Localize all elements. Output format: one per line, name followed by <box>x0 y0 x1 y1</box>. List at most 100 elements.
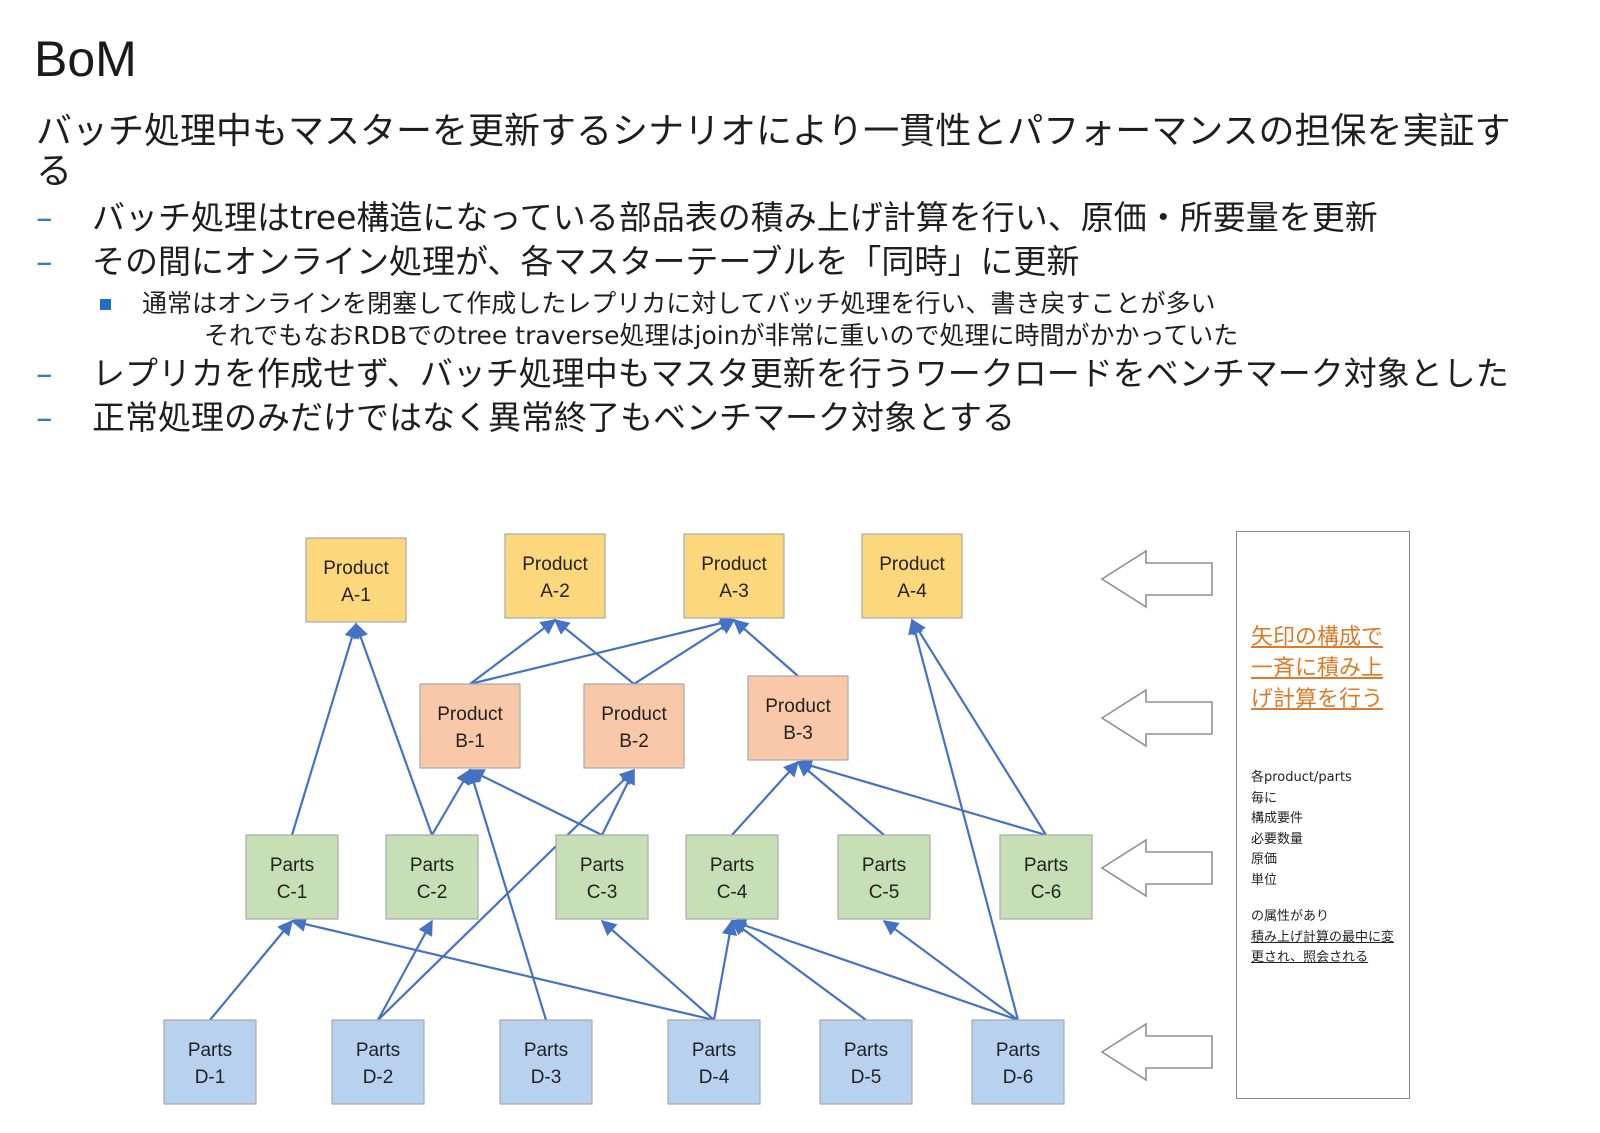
edge-b1-to-a3 <box>469 615 736 686</box>
bullet-workload: –レプリカを作成せず、バッチ処理中もマスタ更新を行うワークロードをベンチマーク対… <box>36 354 1509 393</box>
node-id-label: C-1 <box>277 882 308 903</box>
node-id-label: C-5 <box>869 882 900 903</box>
node-kind-label: Parts <box>580 855 624 876</box>
node-id-label: A-2 <box>540 581 570 602</box>
left-arrow-icon <box>1100 688 1213 748</box>
edge-c5-to-b3 <box>796 761 885 836</box>
sub-bullet-continuation: それでもなおRDBでのtree traverse処理はjoinが非常に重いので処… <box>204 321 1239 350</box>
node-id-label: D-3 <box>531 1067 562 1088</box>
node-id-label: C-2 <box>417 882 448 903</box>
node-box <box>861 533 963 619</box>
node-box <box>971 1019 1065 1105</box>
edge-d6-to-c5 <box>882 920 1019 1021</box>
node-box <box>667 1019 761 1105</box>
node-box <box>331 1019 425 1105</box>
bullet-abnormal: –正常処理のみだけではなく異常終了もベンチマーク対象とする <box>36 398 1016 437</box>
dash-icon: – <box>36 354 53 393</box>
node-box <box>305 537 407 623</box>
node-kind-label: Product <box>765 696 831 717</box>
edge-c2-to-a1 <box>353 622 434 836</box>
node-id-label: D-1 <box>195 1067 226 1088</box>
node-kind-label: Parts <box>1024 855 1068 876</box>
node-id-label: A-4 <box>897 581 927 602</box>
node-box <box>819 1019 913 1105</box>
node-box <box>999 834 1093 920</box>
node-kind-label: Product <box>879 554 945 575</box>
node-kind-label: Parts <box>862 855 906 876</box>
edge-layer <box>209 615 1047 1022</box>
node-id-label: B-1 <box>455 731 485 752</box>
node-kind-label: Parts <box>188 1040 232 1061</box>
node-id-label: D-5 <box>851 1067 882 1088</box>
node-box <box>163 1019 257 1105</box>
node-id-label: C-6 <box>1031 882 1062 903</box>
node-box <box>499 1019 593 1105</box>
edge-d6-to-a4 <box>908 618 1020 1021</box>
edge-c4-to-b3 <box>731 760 800 836</box>
node-id-label: B-2 <box>619 731 649 752</box>
square-bullet-icon <box>100 299 111 310</box>
dash-icon: – <box>36 198 53 237</box>
edge-d2-to-c2 <box>377 919 433 1021</box>
node-kind-label: Parts <box>410 855 454 876</box>
edge-d4-to-c1 <box>290 916 715 1022</box>
node-kind-label: Parts <box>692 1040 736 1061</box>
edge-c6-to-b3 <box>796 758 1047 837</box>
node-box <box>685 834 779 920</box>
edge-b3-to-a3 <box>732 618 799 677</box>
edge-c3-to-b2 <box>601 768 635 836</box>
bullet-batch: –バッチ処理はtree構造になっている部品表の積み上げ計算を行い、原価・所要量を… <box>36 198 1378 237</box>
node-kind-label: Product <box>323 558 389 579</box>
lead-statement: バッチ処理中もマスターを更新するシナリオにより一貫性とパフォーマンスの担保を実証… <box>36 111 1511 192</box>
bullet-online: –その間にオンライン処理が、各マスターテーブルを「同時」に更新 <box>36 242 1080 281</box>
node-id-label: D-6 <box>1003 1067 1034 1088</box>
node-layer: ProductA-1ProductA-2ProductA-3ProductA-4… <box>163 533 1093 1105</box>
node-box <box>837 834 931 920</box>
edge-d5-to-c4 <box>730 920 867 1021</box>
edge-c1-to-a1 <box>290 622 360 836</box>
side-note-box: 矢印の構成で一斉に積み上げ計算を行う 各product/parts 毎に 構成要… <box>1236 531 1410 1099</box>
edge-c3-to-b1 <box>468 769 603 836</box>
node-box <box>683 533 785 619</box>
node-box <box>385 834 479 920</box>
node-kind-label: Parts <box>524 1040 568 1061</box>
side-note-body: 各product/parts 毎に 構成要件 必要数量 原価 単位 の属性があり… <box>1251 770 1395 965</box>
node-id-label: C-4 <box>717 882 748 903</box>
node-id-label: D-2 <box>363 1067 394 1088</box>
edge-d6-to-c4 <box>730 918 1019 1022</box>
node-kind-label: Product <box>601 704 667 725</box>
edge-b2-to-a3 <box>633 619 736 685</box>
bullet-list: –バッチ処理はtree構造になっている部品表の積み上げ計算を行い、原価・所要量を… <box>0 200 1600 444</box>
dash-icon: – <box>36 242 53 281</box>
node-id-label: B-3 <box>783 723 813 744</box>
node-box <box>747 675 849 761</box>
node-id-label: D-4 <box>699 1067 730 1088</box>
node-box <box>583 683 685 769</box>
dash-icon: – <box>36 398 53 437</box>
node-kind-label: Parts <box>996 1040 1040 1061</box>
sub-bullet-replica: 通常はオンラインを閉塞して作成したレプリカに対してバッチ処理を行い、書き戻すこと… <box>0 288 1600 352</box>
left-arrow-icon <box>1100 838 1213 898</box>
edge-d1-to-c1 <box>209 919 293 1021</box>
edge-d3-to-b1 <box>466 768 548 1021</box>
edge-c6-to-a4 <box>911 618 1047 836</box>
node-kind-label: Parts <box>270 855 314 876</box>
